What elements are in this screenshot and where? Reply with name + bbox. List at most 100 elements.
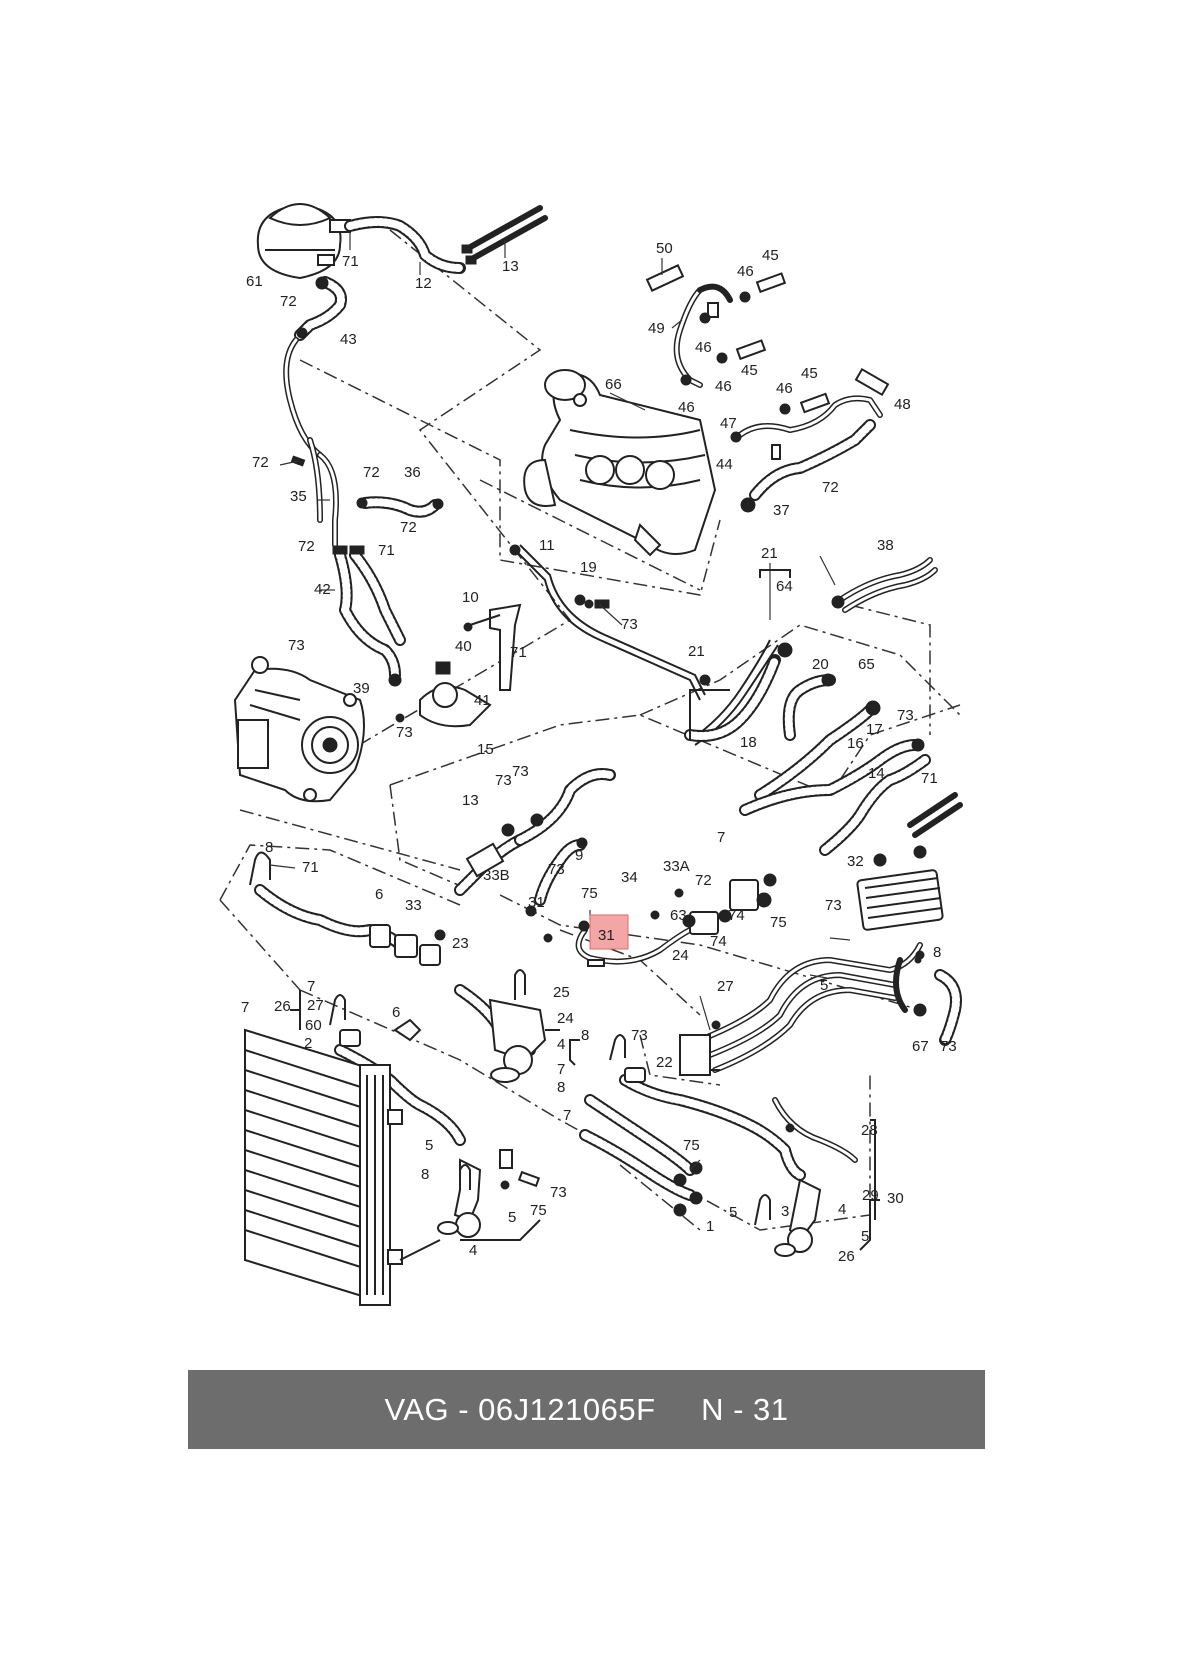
thermostat-housing — [395, 603, 522, 728]
callout-label: 44 — [716, 456, 733, 473]
callout-label: 72 — [298, 538, 315, 555]
callout-label: 4 — [838, 1201, 846, 1218]
callout-label: 24 — [672, 947, 689, 964]
callout-label: 14 — [868, 765, 885, 782]
callout-label: 5 — [729, 1204, 737, 1221]
callout-label: 19 — [580, 559, 597, 576]
callout-label: 15 — [477, 741, 494, 758]
callout-label: 3 — [781, 1203, 789, 1220]
callout-label: 37 — [773, 502, 790, 519]
callout-label: 73 — [288, 637, 305, 654]
callout-label: 73 — [621, 616, 638, 633]
callout-label: 71 — [921, 770, 938, 787]
callout-label: 46 — [776, 380, 793, 397]
callout-label: 46 — [678, 399, 695, 416]
callout-label: 49 — [648, 320, 665, 337]
part-number-caption-bar: VAG - 06J121065F N - 31 — [188, 1370, 985, 1449]
callout-label: 50 — [656, 240, 673, 257]
callout-label: 73 — [396, 724, 413, 741]
callout-label: 8 — [557, 1079, 565, 1096]
turbo-fittings — [645, 264, 831, 415]
callout-label: 41 — [474, 692, 491, 709]
callout-label: 26 — [838, 1248, 855, 1265]
callout-label: 7 — [241, 999, 249, 1016]
part-13-pipes — [461, 205, 548, 265]
callout-label: 26 — [274, 998, 291, 1015]
callout-label: 16 — [847, 735, 864, 752]
callout-label: 71 — [302, 859, 319, 876]
callout-label: 22 — [656, 1054, 673, 1071]
callout-label: 8 — [421, 1166, 429, 1183]
callout-label: 45 — [762, 247, 779, 264]
leader-lines — [318, 232, 851, 1171]
callout-label: 2 — [304, 1035, 312, 1052]
callout-label: 8 — [265, 839, 273, 856]
callout-label: 21 — [761, 545, 778, 562]
callout-label: 31 — [528, 894, 545, 911]
callout-label: 7 — [307, 978, 315, 995]
callout-label: 5 — [820, 977, 828, 994]
callout-label: 10 — [462, 589, 479, 606]
callout-label: 73 — [897, 707, 914, 724]
callout-label: 45 — [801, 365, 818, 382]
callout-label: 20 — [812, 656, 829, 673]
water-pump — [233, 656, 365, 803]
callout-label: 17 — [866, 721, 883, 738]
callout-label: 27 — [717, 978, 734, 995]
callout-label: 74 — [710, 933, 727, 950]
callout-label: 18 — [740, 734, 757, 751]
callout-label: 36 — [404, 464, 421, 481]
callout-label: 1 — [706, 1218, 714, 1235]
callout-label: 4 — [557, 1036, 565, 1053]
callout-label: 71 — [378, 542, 395, 559]
callout-label: 65 — [858, 656, 875, 673]
callout-label: 35 — [290, 488, 307, 505]
callout-label: 72 — [695, 872, 712, 889]
part-number-caption: VAG - 06J121065F N - 31 — [384, 1391, 789, 1427]
callout-label: 63 — [670, 907, 687, 924]
callout-label: 61 — [246, 273, 263, 290]
callout-label: 75 — [581, 885, 598, 902]
callout-label: 72 — [400, 519, 417, 536]
callout-label: 46 — [695, 339, 712, 356]
callout-label: 6 — [392, 1004, 400, 1021]
callout-label: 45 — [741, 362, 758, 379]
callout-label: 13 — [502, 258, 519, 275]
callout-label: 27 — [307, 997, 324, 1014]
expansion-tank — [256, 203, 351, 280]
callout-label: 46 — [715, 378, 732, 395]
callout-labels: 61 71 12 13 72 43 50 46 45 49 46 45 66 4… — [241, 240, 957, 1265]
callout-label: 8 — [581, 1027, 589, 1044]
callout-label: 40 — [455, 638, 472, 655]
callout-label: 72 — [363, 464, 380, 481]
callout-label: 75 — [530, 1202, 547, 1219]
callout-label: 73 — [825, 897, 842, 914]
callout-label: 73 — [548, 861, 565, 878]
callout-label: 21 — [688, 643, 705, 660]
callout-label: 8 — [933, 944, 941, 961]
radiator — [244, 1028, 403, 1306]
callout-label: 66 — [605, 376, 622, 393]
callout-label: 71 — [510, 644, 527, 661]
callout-label: 7 — [717, 829, 725, 846]
callout-label: 72 — [280, 293, 297, 310]
callout-label: 43 — [340, 331, 357, 348]
turbocharger — [523, 369, 717, 557]
callout-label: 25 — [553, 984, 570, 1001]
callout-label: 46 — [737, 263, 754, 280]
callout-label: 13 — [462, 792, 479, 809]
callout-label: 73 — [512, 763, 529, 780]
callout-label: 5 — [861, 1228, 869, 1245]
callout-label: 33 — [405, 897, 422, 914]
callout-label: 11 — [539, 537, 555, 554]
oil-cooler — [856, 845, 944, 931]
callout-label: 64 — [776, 578, 793, 595]
highlight-box — [589, 914, 629, 950]
callout-label: 5 — [425, 1137, 433, 1154]
callout-label: 48 — [894, 396, 911, 413]
callout-label: 24 — [557, 1010, 574, 1027]
callout-label: 9 — [575, 847, 583, 864]
group-outlines — [219, 229, 961, 1231]
